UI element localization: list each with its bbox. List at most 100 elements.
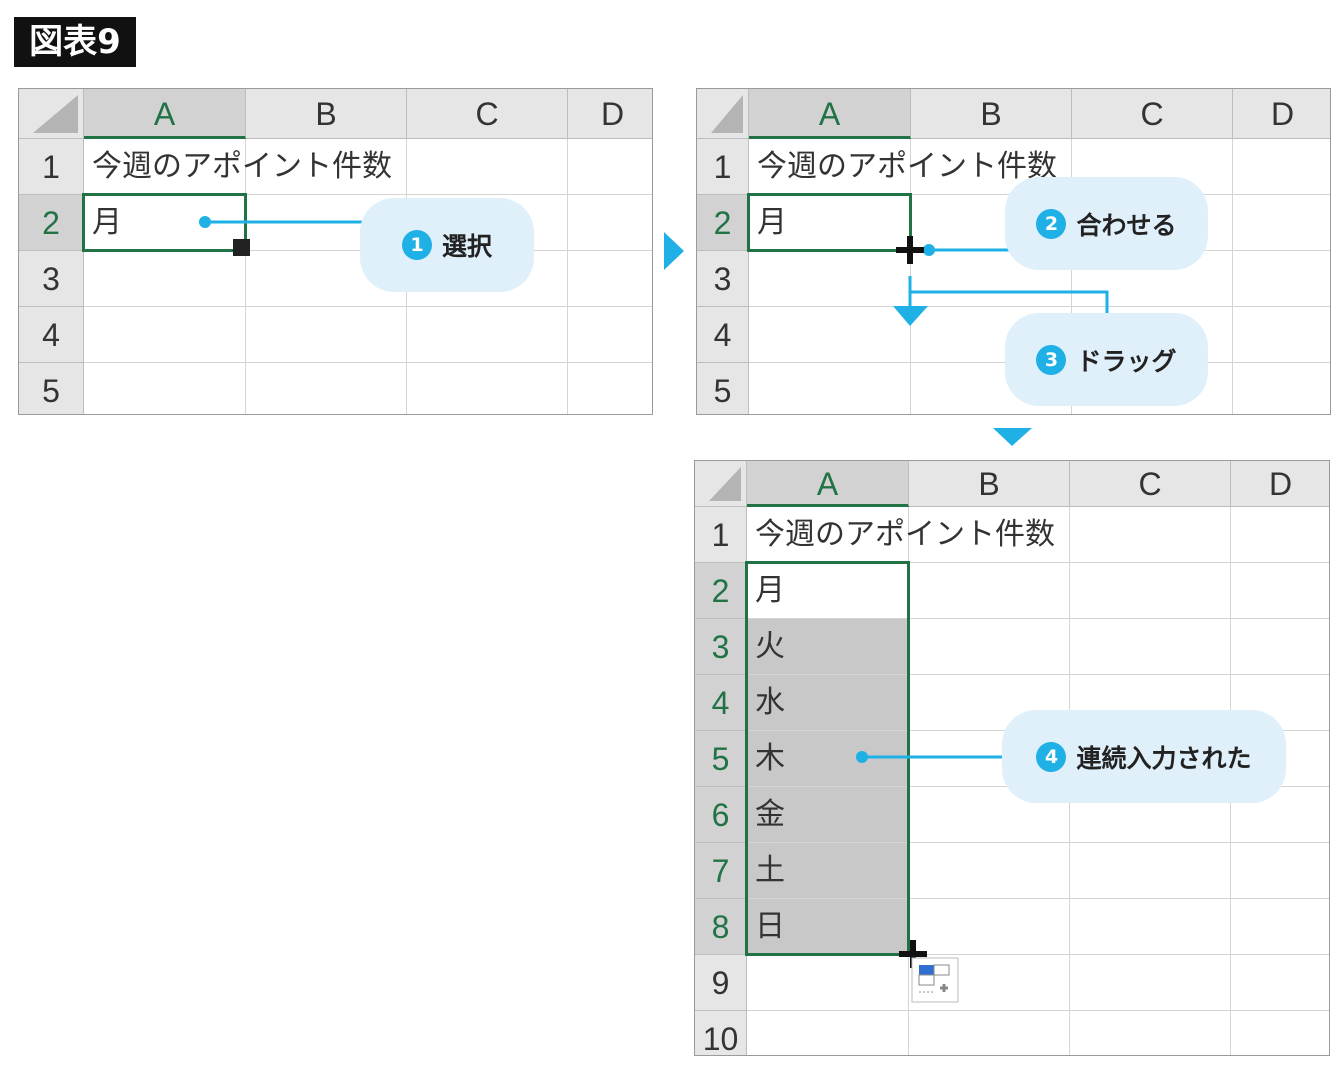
cell-a3[interactable] — [84, 251, 246, 307]
cell-d3[interactable] — [1233, 251, 1330, 307]
select-all-corner[interactable] — [695, 461, 747, 507]
row-header-2[interactable]: 2 — [697, 195, 749, 251]
cell-a5[interactable] — [84, 363, 246, 414]
column-header-b[interactable]: B — [911, 89, 1072, 139]
cell-c10[interactable] — [1070, 1011, 1231, 1055]
cell-c6[interactable] — [1070, 787, 1231, 843]
row-header-2[interactable]: 2 — [19, 195, 84, 251]
column-header-b[interactable]: B — [909, 461, 1070, 507]
row-header-5[interactable]: 5 — [697, 363, 749, 414]
cell-c5[interactable] — [407, 363, 568, 414]
cell-c4[interactable] — [407, 307, 568, 363]
callout-align: 2 合わせる — [1005, 177, 1208, 270]
cell-value: 日 — [755, 909, 785, 944]
cell-b7[interactable] — [909, 843, 1070, 899]
cell-b1[interactable] — [909, 507, 1070, 563]
select-all-corner[interactable] — [19, 89, 84, 139]
cell-d8[interactable] — [1231, 899, 1329, 955]
cell-d3[interactable] — [568, 251, 652, 307]
cell-d3[interactable] — [1231, 619, 1329, 675]
cell-a8[interactable]: 日 — [747, 899, 909, 955]
cell-d2[interactable] — [1231, 563, 1329, 619]
cell-a9[interactable] — [747, 955, 909, 1011]
cell-a4[interactable] — [749, 307, 911, 363]
cell-b3[interactable] — [909, 619, 1070, 675]
cell-b1[interactable] — [246, 139, 407, 195]
row-header-4[interactable]: 4 — [695, 675, 747, 731]
column-header-d[interactable]: D — [1231, 461, 1329, 507]
row-header-1[interactable]: 1 — [697, 139, 749, 195]
cell-c1[interactable] — [1070, 507, 1231, 563]
cell-a7[interactable]: 土 — [747, 843, 909, 899]
row-header-10[interactable]: 10 — [695, 1011, 747, 1055]
cell-a10[interactable] — [747, 1011, 909, 1055]
column-header-d[interactable]: D — [568, 89, 652, 139]
row-header-3[interactable]: 3 — [695, 619, 747, 675]
cell-value: 今週のアポイント件数 — [92, 149, 392, 184]
row-header-4[interactable]: 4 — [697, 307, 749, 363]
row-header-3[interactable]: 3 — [697, 251, 749, 307]
cell-b6[interactable] — [909, 787, 1070, 843]
column-header-c[interactable]: C — [407, 89, 568, 139]
cell-a4[interactable]: 水 — [747, 675, 909, 731]
cell-b10[interactable] — [909, 1011, 1070, 1055]
row-header-5[interactable]: 5 — [695, 731, 747, 787]
cell-b3[interactable] — [911, 251, 1072, 307]
cell-d1[interactable] — [568, 139, 652, 195]
column-header-a[interactable]: A — [749, 89, 911, 139]
cell-b2[interactable] — [909, 563, 1070, 619]
column-header-c[interactable]: C — [1072, 89, 1233, 139]
cell-a1[interactable]: 今週のアポイント件数 — [84, 139, 392, 195]
cell-c9[interactable] — [1070, 955, 1231, 1011]
cell-b9[interactable] — [909, 955, 1070, 1011]
cell-b4[interactable] — [909, 675, 1070, 731]
cell-c3[interactable] — [407, 251, 568, 307]
column-header-b[interactable]: B — [246, 89, 407, 139]
cell-d6[interactable] — [1231, 787, 1329, 843]
column-header-a[interactable]: A — [84, 89, 246, 139]
column-header-a[interactable]: A — [747, 461, 909, 507]
cell-c2[interactable] — [1070, 563, 1231, 619]
cell-d1[interactable] — [1231, 507, 1329, 563]
cell-a5[interactable] — [749, 363, 911, 414]
cell-a1[interactable]: 今週のアポイント件数 — [749, 139, 1057, 195]
cell-d9[interactable] — [1231, 955, 1329, 1011]
row-header-4[interactable]: 4 — [19, 307, 84, 363]
cell-d7[interactable] — [1231, 843, 1329, 899]
cell-b8[interactable] — [909, 899, 1070, 955]
step-number-badge: 4 — [1036, 741, 1067, 772]
cell-b4[interactable] — [246, 307, 407, 363]
cell-d4[interactable] — [568, 307, 652, 363]
column-header-c[interactable]: C — [1070, 461, 1231, 507]
cell-a2[interactable]: 月 — [747, 563, 909, 619]
row-header-8[interactable]: 8 — [695, 899, 747, 955]
cell-d2[interactable] — [1233, 195, 1330, 251]
select-all-triangle-icon — [711, 95, 743, 133]
row-header-3[interactable]: 3 — [19, 251, 84, 307]
cell-b5[interactable] — [246, 363, 407, 414]
cell-d1[interactable] — [1233, 139, 1330, 195]
cell-a6[interactable]: 金 — [747, 787, 909, 843]
cell-c3[interactable] — [1072, 251, 1233, 307]
column-header-d[interactable]: D — [1233, 89, 1330, 139]
cell-c7[interactable] — [1070, 843, 1231, 899]
row-header-5[interactable]: 5 — [19, 363, 84, 414]
cell-c5[interactable] — [1072, 363, 1233, 414]
cell-c1[interactable] — [407, 139, 568, 195]
auto-fill-options-icon[interactable] — [911, 957, 959, 1003]
cell-b1[interactable] — [911, 139, 1072, 195]
fill-handle[interactable] — [233, 239, 250, 256]
cell-value: 火 — [755, 629, 785, 664]
drag-connector — [893, 276, 1109, 326]
cell-a4[interactable] — [84, 307, 246, 363]
cell-d4[interactable] — [1233, 307, 1330, 363]
row-header-9[interactable]: 9 — [695, 955, 747, 1011]
row-header-1[interactable]: 1 — [19, 139, 84, 195]
cell-c3[interactable] — [1070, 619, 1231, 675]
row-header-1[interactable]: 1 — [695, 507, 747, 563]
cell-d2[interactable] — [568, 195, 652, 251]
row-header-7[interactable]: 7 — [695, 843, 747, 899]
select-all-corner[interactable] — [697, 89, 749, 139]
connector-4 — [856, 751, 1005, 763]
cell-c8[interactable] — [1070, 899, 1231, 955]
